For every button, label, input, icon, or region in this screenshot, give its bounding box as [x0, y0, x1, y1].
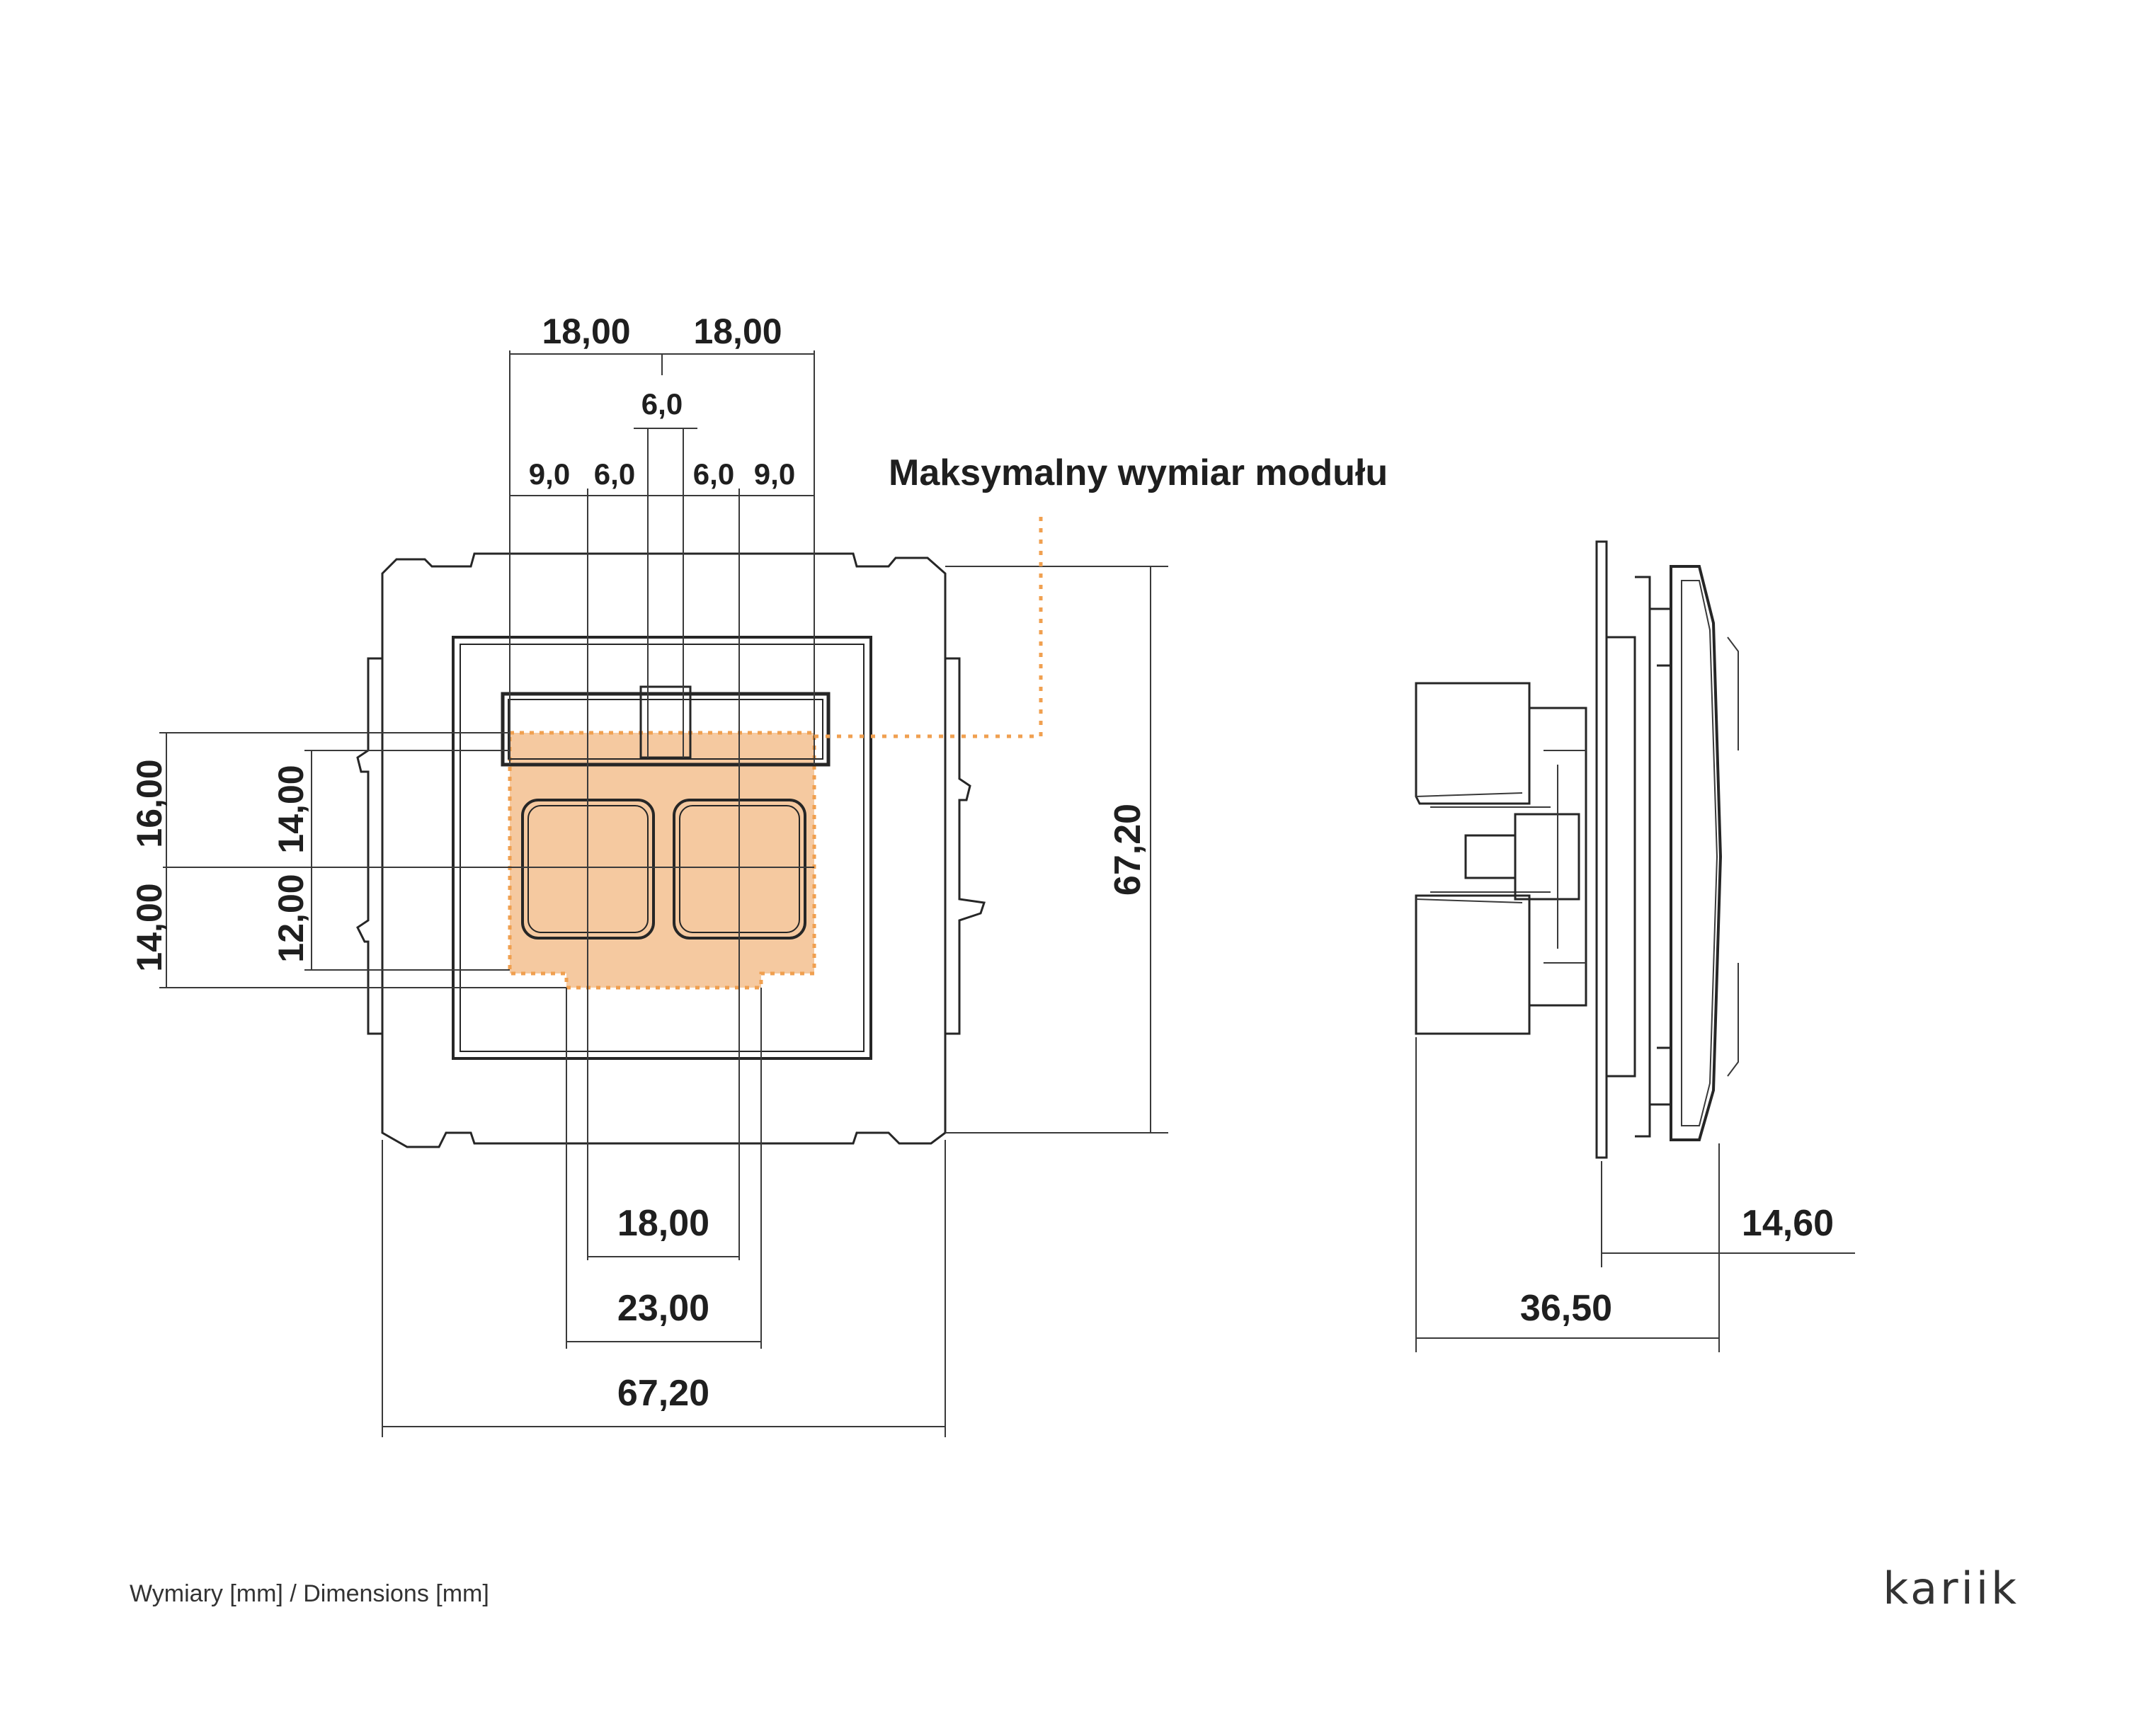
dim-top-right: 18,00: [693, 312, 782, 351]
dim-bottom-module: 23,00: [617, 1288, 709, 1329]
dim-bottom-centers: 18,00: [617, 1203, 709, 1244]
module-top-bar: [501, 692, 831, 767]
dim-left-inner-bottom: 12,00: [271, 874, 311, 962]
dim-sub-1: 9,0: [529, 457, 570, 491]
dim-left-outer-top: 16,00: [130, 759, 169, 847]
dim-side-total: 36,50: [1520, 1288, 1612, 1329]
front-view: 18,00 18,00 6,0 9,0 6,0 6,0 9,0 16,00 14…: [130, 312, 1388, 1437]
dim-top-left: 18,00: [542, 312, 630, 351]
side-view: 14,60 36,50: [1415, 540, 1855, 1352]
dim-side-front: 14,60: [1742, 1203, 1834, 1244]
dim-center-gap: 6,0: [641, 387, 683, 421]
frame-inner: [452, 636, 872, 1060]
dim-bottom-overall: 67,20: [617, 1373, 709, 1414]
dim-sub-2: 6,0: [594, 457, 635, 491]
dim-sub-3: 6,0: [693, 457, 734, 491]
dim-sub-4: 9,0: [754, 457, 795, 491]
module-max-title: Maksymalny wymiar modułu: [889, 452, 1388, 493]
module-leader: [814, 510, 1043, 738]
dim-left-inner-top: 14,00: [271, 765, 311, 853]
dimensions-note: Wymiary [mm] / Dimensions [mm]: [130, 1580, 489, 1607]
dim-left-outer-bottom: 14,00: [130, 883, 169, 971]
brand-logo: kariik: [1883, 1563, 2019, 1614]
dim-right-height: 67,20: [1107, 804, 1148, 896]
